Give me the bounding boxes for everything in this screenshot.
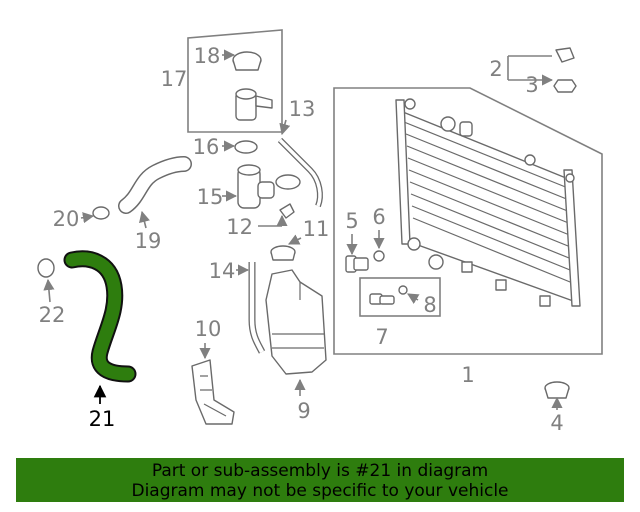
callout-2[interactable]: 2 xyxy=(489,57,502,81)
drain-plug-5 xyxy=(345,255,369,273)
callout-16[interactable]: 16 xyxy=(193,135,220,159)
clamp-16 xyxy=(234,140,258,154)
lower-hose-21-fill xyxy=(65,252,135,381)
o-ring-6 xyxy=(373,250,385,262)
reservoir-tank-9 xyxy=(265,269,327,375)
bracket-10 xyxy=(191,359,235,425)
fitting-12 xyxy=(279,203,295,219)
callout-20[interactable]: 20 xyxy=(53,207,80,231)
callout-15[interactable]: 15 xyxy=(197,185,224,209)
housing-15 xyxy=(237,164,275,209)
nut-3 xyxy=(553,79,577,93)
info-banner-line-1: Part or sub-assembly is #21 in diagram xyxy=(151,461,489,481)
sensor-7 xyxy=(369,293,395,305)
radiator-core xyxy=(395,98,581,307)
info-banner-line-2: Diagram may not be specific to your vehi… xyxy=(131,481,509,501)
clamp-upper xyxy=(275,174,301,190)
callout-21-active[interactable]: 21 xyxy=(89,407,116,431)
callout-10[interactable]: 10 xyxy=(195,317,222,341)
callout-13[interactable]: 13 xyxy=(289,97,316,121)
callout-4[interactable]: 4 xyxy=(550,411,563,435)
filler-neck-17 xyxy=(235,88,273,121)
callout-8[interactable]: 8 xyxy=(423,293,436,317)
radiator-frame xyxy=(333,87,603,355)
clamp-22 xyxy=(37,258,55,278)
parts-diagram: 1 2 3 4 5 6 7 8 9 10 11 12 13 14 15 16 1… xyxy=(37,29,603,435)
info-banner: Part or sub-assembly is #21 in diagram D… xyxy=(16,458,624,502)
cap-18 xyxy=(232,51,262,71)
group-frame-7 xyxy=(359,277,441,317)
clamp-20 xyxy=(92,206,110,220)
o-ring-8 xyxy=(398,285,408,295)
callout-12[interactable]: 12 xyxy=(226,215,253,239)
bracket-2 xyxy=(555,47,575,63)
cushion-4 xyxy=(544,381,570,399)
callout-6[interactable]: 6 xyxy=(372,205,385,229)
callout-3[interactable]: 3 xyxy=(525,73,538,97)
callout-5[interactable]: 5 xyxy=(345,209,358,233)
callout-1[interactable]: 1 xyxy=(461,363,474,387)
callout-19[interactable]: 19 xyxy=(135,229,162,253)
callout-17[interactable]: 17 xyxy=(161,67,188,91)
reservoir-cap-11 xyxy=(270,245,296,261)
callout-11[interactable]: 11 xyxy=(303,217,330,241)
callout-14[interactable]: 14 xyxy=(209,259,236,283)
callout-18[interactable]: 18 xyxy=(194,44,221,68)
callout-7[interactable]: 7 xyxy=(375,325,388,349)
callout-9[interactable]: 9 xyxy=(297,399,310,423)
callout-22[interactable]: 22 xyxy=(39,303,66,327)
